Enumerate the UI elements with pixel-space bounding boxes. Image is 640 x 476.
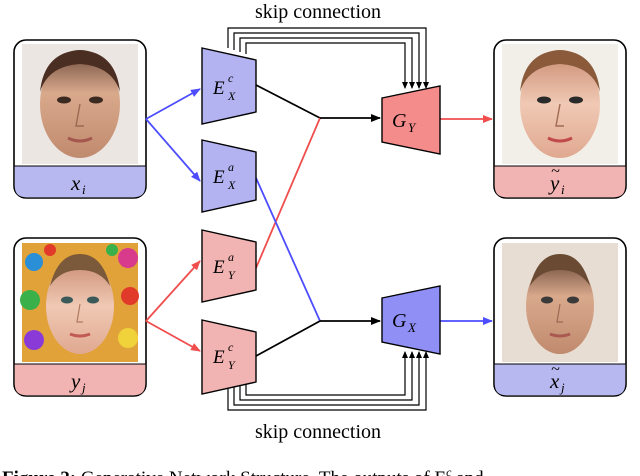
output-card-xj-tilde: x ~ j bbox=[493, 237, 627, 397]
edge-eay-to-junction-top bbox=[255, 117, 321, 269]
tilde-yi: ~ bbox=[551, 163, 560, 180]
figure-caption: Figure 2: Generative Network Structure. … bbox=[2, 465, 484, 476]
svg-text:E: E bbox=[212, 347, 225, 368]
svg-text:c: c bbox=[228, 340, 234, 354]
svg-text:Y: Y bbox=[228, 268, 236, 282]
face-image-xj-tilde bbox=[502, 243, 618, 362]
node-encoder-content-x: E c X bbox=[201, 47, 257, 125]
caption-text: Generative Network Structure. The output… bbox=[76, 468, 446, 476]
skip-connection-top bbox=[227, 27, 429, 89]
card-sub-yj: j bbox=[80, 380, 86, 395]
card-band-xj-tilde bbox=[494, 364, 626, 396]
skip-label-top: skip connection bbox=[255, 1, 381, 23]
card-label-yj: y bbox=[69, 369, 81, 393]
face-image-xi bbox=[22, 44, 138, 164]
caption-figure-number: Figure 2: bbox=[2, 468, 76, 476]
svg-text:X: X bbox=[227, 178, 236, 192]
svg-text:c: c bbox=[228, 71, 234, 85]
card-label-yi-tilde: y bbox=[548, 171, 560, 195]
edge-xi-to-eax bbox=[145, 118, 201, 182]
edges-from-yj bbox=[145, 260, 201, 352]
edges-from-xi bbox=[145, 88, 201, 182]
edge-xi-to-ecx bbox=[145, 88, 201, 120]
node-encoder-attribute-x: E a X bbox=[201, 139, 257, 213]
card-band-xi bbox=[14, 166, 146, 198]
svg-text:G: G bbox=[392, 310, 407, 332]
card-label-xj-tilde: x bbox=[549, 369, 560, 393]
svg-text:E: E bbox=[212, 257, 225, 278]
edge-eax-to-junction-bottom bbox=[255, 177, 321, 322]
input-card-xi: x i bbox=[13, 39, 147, 199]
edge-ecy-to-junction-bottom bbox=[255, 320, 321, 357]
svg-text:a: a bbox=[228, 160, 234, 174]
card-sub-xj-tilde: j bbox=[559, 380, 565, 395]
node-encoder-content-y: E c Y bbox=[201, 319, 257, 395]
svg-text:E: E bbox=[212, 167, 225, 188]
caption-sup: c bbox=[446, 465, 452, 476]
node-generator-y: G Y bbox=[381, 85, 441, 155]
svg-text:E: E bbox=[212, 78, 225, 99]
skip-label-bottom: skip connection bbox=[255, 421, 381, 443]
output-card-yi-tilde: y ~ i bbox=[493, 39, 627, 199]
card-band-yi-tilde bbox=[494, 166, 626, 198]
card-label-xi: x bbox=[70, 171, 81, 195]
skip-connection-bottom bbox=[227, 351, 429, 411]
svg-text:X: X bbox=[407, 320, 417, 335]
tilde-xj: ~ bbox=[551, 361, 560, 378]
face-image-yj bbox=[20, 243, 139, 362]
edge-yj-to-eay bbox=[145, 260, 201, 322]
svg-text:X: X bbox=[227, 89, 236, 103]
edge-ecx-to-junction-top bbox=[255, 84, 321, 119]
node-generator-x: G X bbox=[381, 285, 441, 355]
face-image-yi-tilde bbox=[502, 44, 618, 164]
svg-text:G: G bbox=[392, 110, 407, 132]
node-encoder-attribute-y: E a Y bbox=[201, 229, 257, 303]
card-band-yj bbox=[14, 364, 146, 396]
card-sub-xi: i bbox=[82, 182, 86, 197]
svg-text:Y: Y bbox=[228, 358, 236, 372]
caption-tail: and bbox=[451, 468, 484, 476]
edge-yj-to-ecy bbox=[145, 320, 201, 352]
svg-text:a: a bbox=[228, 250, 234, 264]
input-card-yj: y j bbox=[13, 237, 147, 397]
card-sub-yi-tilde: i bbox=[561, 182, 565, 197]
svg-text:Y: Y bbox=[408, 120, 417, 135]
